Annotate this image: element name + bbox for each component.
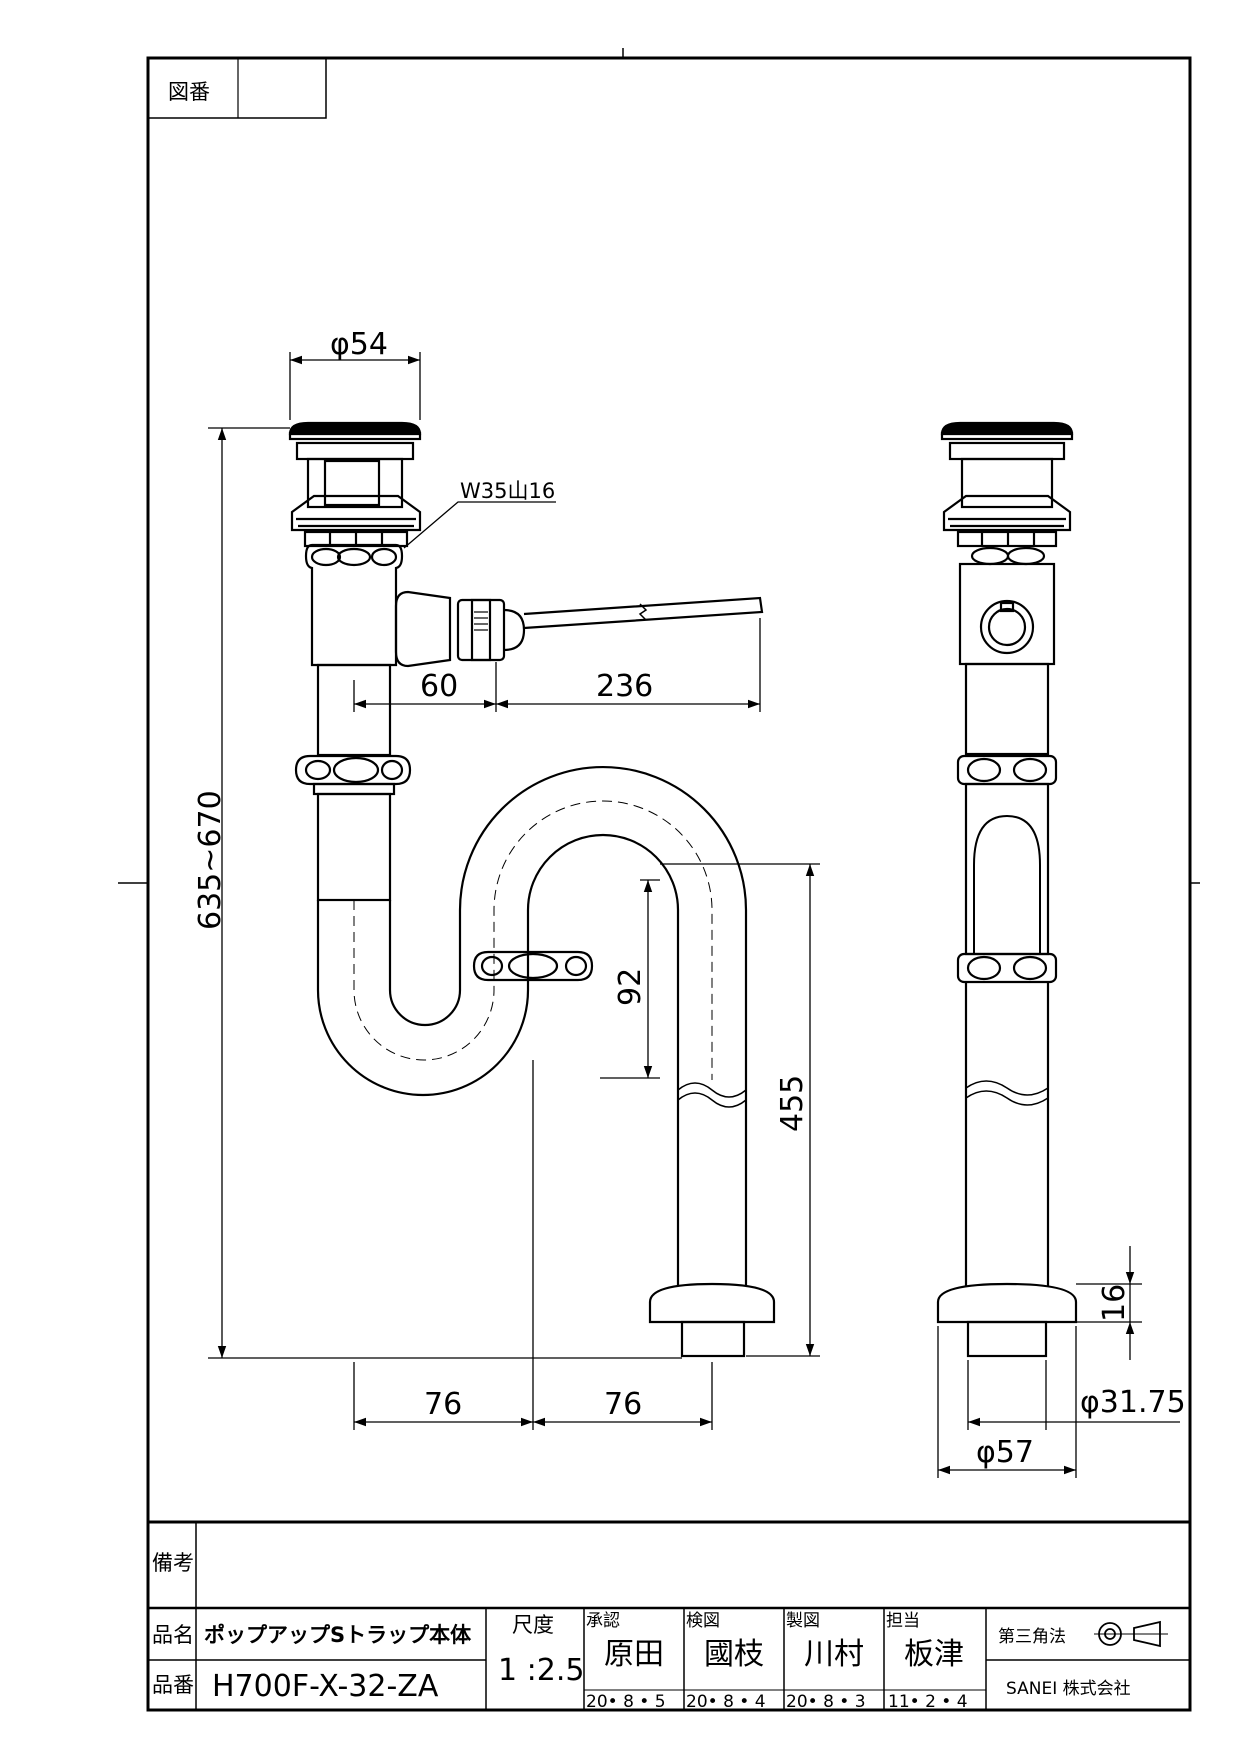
checked-name: 國枝 bbox=[704, 1637, 764, 1672]
checked-date: 20• 8 • 4 bbox=[686, 1692, 766, 1712]
popup-cap bbox=[288, 421, 422, 436]
third-angle-projection-icon bbox=[1094, 1620, 1168, 1648]
drawn-date: 20• 8 • 3 bbox=[786, 1692, 866, 1712]
dim-trap-depth: 92 bbox=[613, 968, 648, 1006]
dim-pipe-diameter: φ31.75 bbox=[1080, 1385, 1186, 1420]
dim-cap-diameter: φ54 bbox=[330, 327, 388, 362]
sink-flange bbox=[295, 441, 415, 461]
dim-lever-offset: 60 bbox=[420, 669, 458, 704]
slip-nut-upper bbox=[294, 754, 412, 786]
side-view bbox=[936, 421, 1078, 1358]
drawing-number-label: 図番 bbox=[168, 80, 210, 104]
dim-spacing-left: 76 bbox=[424, 1387, 462, 1422]
name-value: ポップアップSトラップ本体 bbox=[204, 1623, 472, 1647]
title-block-text: 備考 品名 ポップアップSトラップ本体 品番 H700F-X-32-ZA 尺度 … bbox=[152, 1551, 1131, 1712]
remarks-label: 備考 bbox=[152, 1551, 194, 1575]
approved-label: 承認 bbox=[586, 1611, 620, 1631]
drawing-number-box: 図番 bbox=[148, 58, 327, 119]
number-label: 品番 bbox=[152, 1673, 194, 1697]
scale-value: 1 :2.5 bbox=[498, 1653, 584, 1688]
charge-name: 板津 bbox=[904, 1637, 964, 1672]
dim-outlet-height: 455 bbox=[775, 1075, 810, 1132]
side-lever-port bbox=[979, 599, 1035, 655]
approved-date: 20• 8 • 5 bbox=[586, 1692, 666, 1712]
valve-body bbox=[304, 543, 404, 667]
floor-flange bbox=[648, 1282, 776, 1324]
company-name: SANEI 株式会社 bbox=[1006, 1679, 1131, 1699]
lever-port bbox=[394, 590, 452, 668]
lever-rod bbox=[523, 596, 764, 630]
dim-thread: W35山16 bbox=[460, 479, 555, 503]
dim-flange-height: 16 bbox=[1097, 1284, 1132, 1322]
charge-label: 担当 bbox=[886, 1611, 920, 1631]
dim-spacing-right: 76 bbox=[604, 1387, 642, 1422]
trap-bend-outer bbox=[316, 833, 680, 1286]
sheet-frame bbox=[118, 48, 1200, 1712]
trap-centerline bbox=[353, 800, 713, 1080]
drawn-label: 製図 bbox=[786, 1611, 820, 1631]
dim-rod-length: 236 bbox=[596, 669, 653, 704]
locking-nut bbox=[290, 494, 422, 532]
projection-label: 第三角法 bbox=[998, 1627, 1066, 1647]
drawn-name: 川村 bbox=[804, 1637, 864, 1672]
trap-bend-inner bbox=[388, 765, 748, 1286]
side-valve-body bbox=[958, 562, 1056, 666]
checked-label: 検図 bbox=[686, 1611, 720, 1631]
dimension-labels: φ54 W35山16 60 236 635~670 92 455 76 76 1… bbox=[193, 327, 1186, 1470]
dim-flange-diameter: φ57 bbox=[976, 1435, 1034, 1470]
charge-date: 11• 2 • 4 bbox=[888, 1692, 968, 1712]
approved-name: 原田 bbox=[604, 1637, 664, 1672]
scale-label: 尺度 bbox=[512, 1613, 554, 1637]
title-block bbox=[148, 1520, 1190, 1710]
dim-height-range: 635~670 bbox=[193, 790, 228, 930]
dimension-lines bbox=[208, 352, 1180, 1478]
side-popup-cap bbox=[940, 421, 1074, 436]
side-floor-flange bbox=[936, 1282, 1078, 1324]
name-label: 品名 bbox=[152, 1623, 194, 1647]
number-value: H700F-X-32-ZA bbox=[212, 1669, 439, 1704]
slip-nut-trap bbox=[472, 950, 594, 982]
front-view bbox=[288, 421, 776, 1358]
